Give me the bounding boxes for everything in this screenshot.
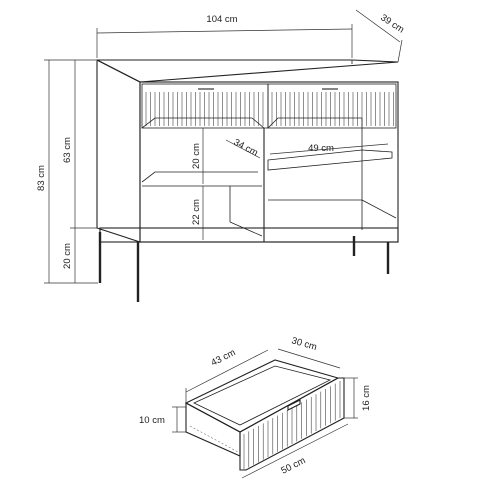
drawer-front-width-label: 50 cm	[279, 455, 307, 477]
drawer-inner-width-label: 30 cm	[290, 335, 318, 353]
drawer-dimensions: 43 cm 30 cm 16 cm 10 cm 50 cm	[139, 335, 372, 479]
right-interior-back	[267, 117, 362, 129]
drawer-runner	[189, 425, 239, 453]
left-shelf	[141, 171, 258, 183]
drawer-box-inner	[193, 365, 332, 426]
cabinet-top-surface	[96, 59, 399, 83]
body-height-label: 63 cm	[62, 137, 73, 163]
drawer-depth-dimension-line	[185, 349, 269, 393]
drawer-inner-width-dimension-line	[277, 348, 341, 369]
leg-height-label: 20 cm	[62, 243, 73, 269]
depth-dimension-line	[355, 9, 401, 43]
cabinet-drawing	[96, 59, 399, 302]
upper-compartment-height-label: 20 cm	[191, 143, 202, 169]
left-lower-floor	[229, 221, 263, 237]
drawer-front-flutes	[243, 381, 341, 470]
shelf-width-label: 49 cm	[308, 143, 334, 154]
shelf-width-dimension-line	[269, 143, 389, 155]
drawer-drawing	[184, 359, 345, 471]
drawer-front-height-label: 16 cm	[361, 385, 372, 411]
width-dimension-line	[96, 28, 353, 34]
cabinet-front-outline	[139, 81, 399, 243]
drawer-box-height-label: 10 cm	[139, 415, 165, 426]
drawer-flutes	[145, 92, 394, 126]
left-interior-back	[141, 117, 252, 129]
divider-depth	[251, 117, 265, 129]
right-drawer-front	[267, 83, 397, 129]
shelf-depth-dimension-line	[225, 139, 261, 159]
right-shelf	[267, 149, 393, 171]
right-lower-floor	[361, 199, 397, 219]
left-drawer-front	[141, 83, 269, 129]
drawer-front-width-dimension-line	[241, 423, 349, 479]
width-label: 104 cm	[206, 14, 237, 25]
drawer-side-wall	[185, 402, 241, 457]
depth-label: 39 cm	[378, 12, 406, 35]
lower-compartment-height-label: 22 cm	[191, 199, 202, 225]
total-height-label: 83 cm	[36, 165, 47, 191]
shelf-depth-label: 34 cm	[232, 137, 260, 159]
drawer-handle	[287, 399, 301, 411]
cabinet-side-panel	[96, 59, 141, 243]
drawer-depth-label: 43 cm	[209, 347, 237, 369]
